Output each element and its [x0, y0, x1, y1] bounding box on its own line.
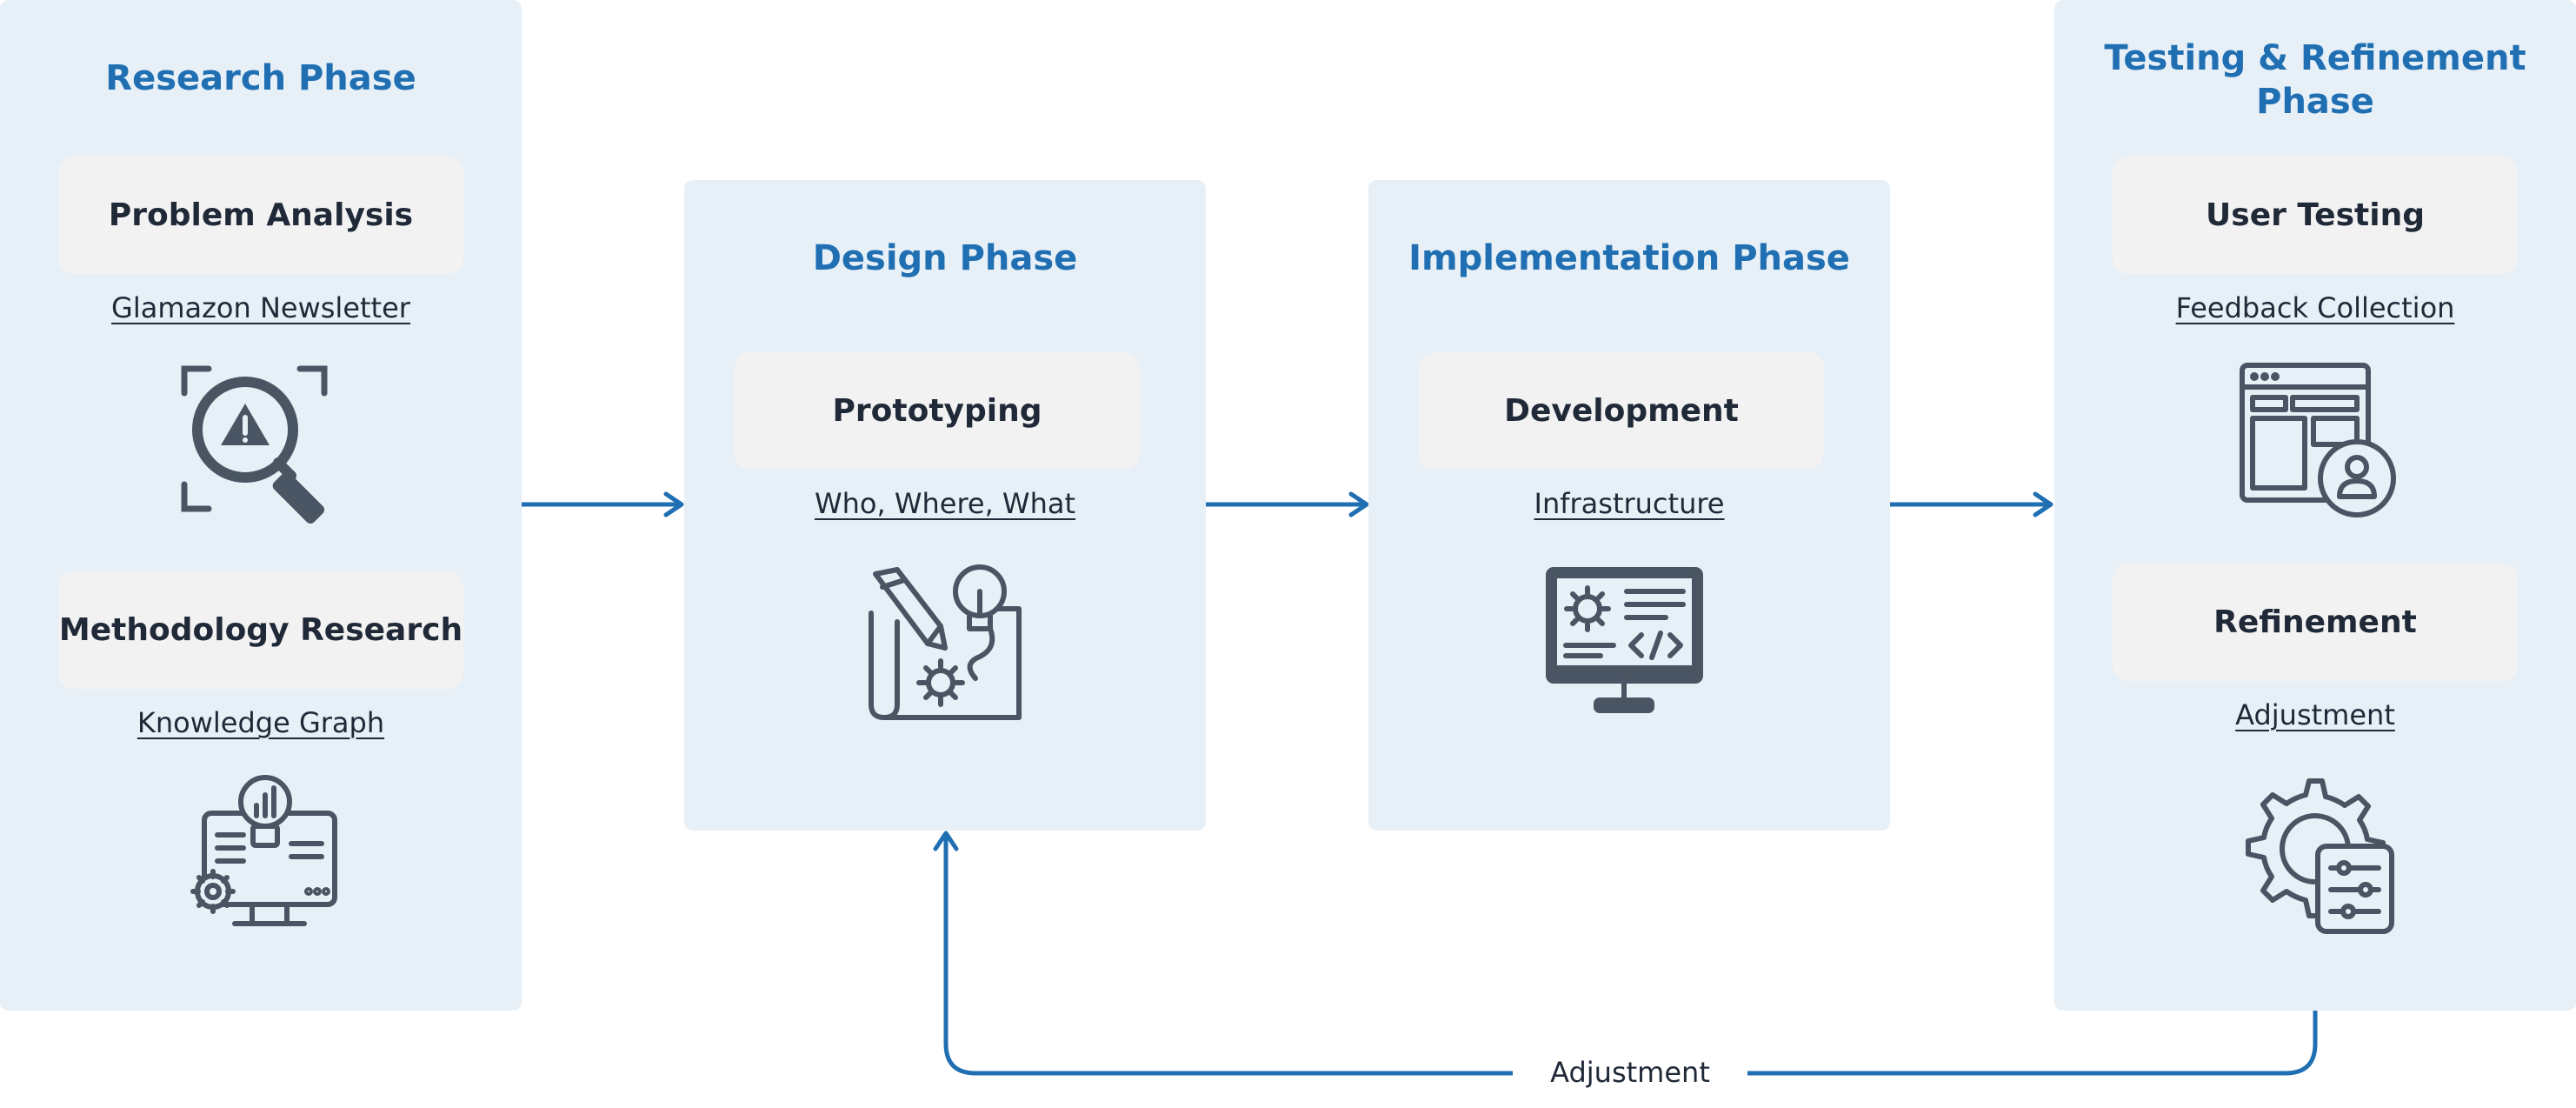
user-testing-step[interactable]: User Testing: [2113, 157, 2518, 274]
infrastructure-link[interactable]: Infrastructure: [1534, 487, 1725, 520]
design-phase-title: Design Phase: [812, 238, 1078, 278]
methodology-research-step[interactable]: Methodology Research: [58, 571, 463, 689]
prototyping-step[interactable]: Prototyping: [735, 352, 1140, 470]
testing-phase-panel: Testing & Refinement Phase User Testing …: [2054, 0, 2576, 1011]
user-window-icon: [2235, 361, 2400, 522]
feedback-loop-label: Adjustment: [1513, 1051, 1747, 1094]
implementation-phase-panel: Implementation Phase Development Infrast…: [1368, 180, 1890, 831]
code-monitor-icon: [1544, 565, 1705, 718]
who-where-what-link[interactable]: Who, Where, What: [814, 487, 1075, 520]
development-step[interactable]: Development: [1419, 352, 1824, 470]
design-blueprint-icon: [858, 561, 1023, 722]
implementation-phase-title: Implementation Phase: [1408, 238, 1850, 278]
research-phase-title: Research Phase: [105, 58, 416, 98]
research-phase-panel: Research Phase Problem Analysis Glamazon…: [0, 0, 522, 1011]
feedback-collection-link[interactable]: Feedback Collection: [2175, 291, 2455, 324]
refinement-step[interactable]: Refinement: [2113, 564, 2518, 681]
design-phase-panel: Design Phase Prototyping Who, Where, Wha…: [684, 180, 1206, 831]
problem-analysis-step[interactable]: Problem Analysis: [58, 157, 463, 274]
search-warning-icon: [174, 358, 348, 524]
gear-settings-icon: [2235, 772, 2400, 938]
glamazon-newsletter-link[interactable]: Glamazon Newsletter: [111, 291, 410, 324]
knowledge-graph-link[interactable]: Knowledge Graph: [136, 706, 385, 739]
testing-phase-title: Testing & Refinement Phase: [2104, 38, 2526, 122]
analytics-monitor-icon: [178, 774, 343, 935]
adjustment-link[interactable]: Adjustment: [2235, 698, 2395, 731]
